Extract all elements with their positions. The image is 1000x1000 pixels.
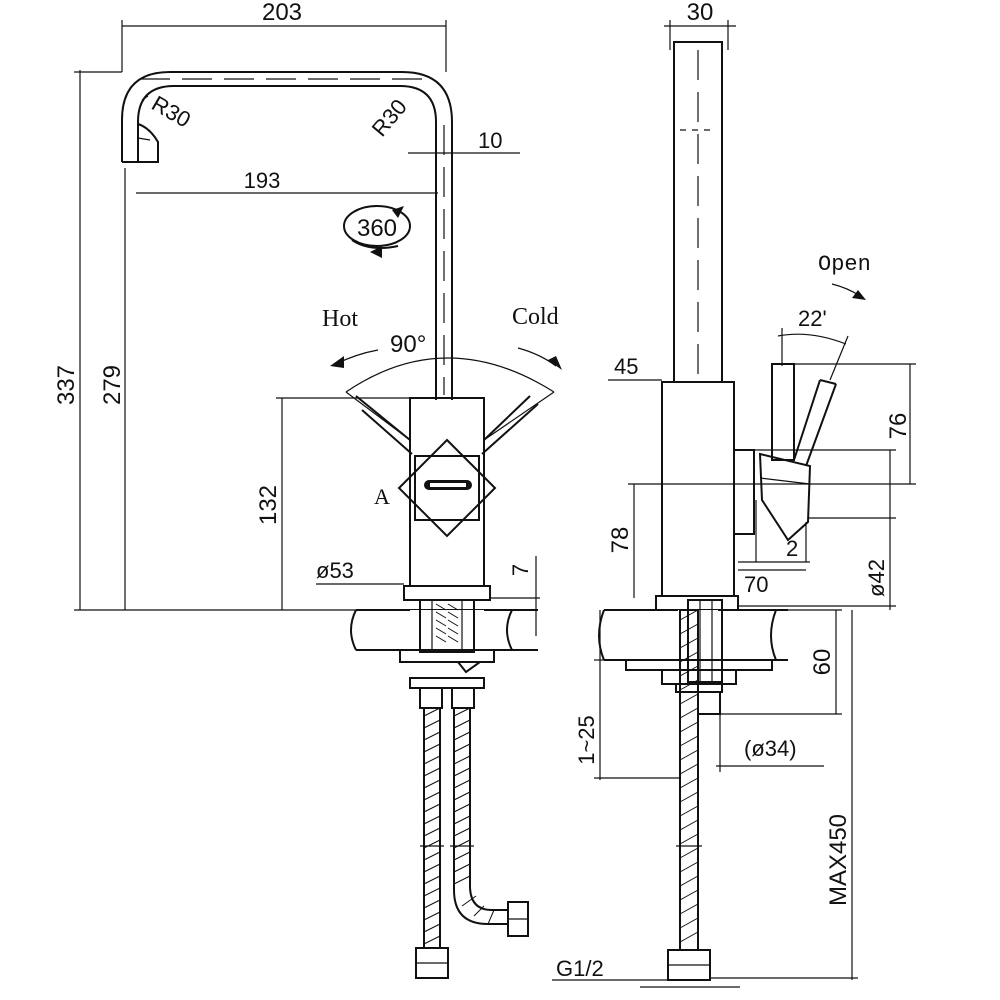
dim-base-thickness: 7	[490, 556, 540, 636]
dim-lever-depth-label: 70	[744, 572, 768, 597]
dim-lever-height: 76	[794, 363, 916, 485]
dim-lever-base-height: 78	[607, 483, 808, 598]
dim-outlet-height: 279	[99, 168, 126, 610]
rotation-label: 360	[357, 215, 397, 242]
dim-spout-width-label: 203	[262, 0, 302, 26]
hot-label: Hot	[322, 306, 358, 332]
dim-outlet-height-label: 279	[99, 365, 126, 405]
dim-radius-right: R30	[367, 94, 412, 141]
front-tailpieces	[399, 599, 495, 709]
dim-hose-length: MAX450	[710, 610, 858, 980]
dim-lever-diameter-label: ø42	[864, 559, 889, 597]
rotation-icon: 360	[343, 205, 411, 258]
handle-marker: A	[374, 484, 390, 509]
dim-lever-diameter: ø42	[738, 449, 896, 610]
dim-hole-diameter-label: (ø34)	[744, 736, 797, 761]
front-spout	[121, 71, 453, 400]
dim-total-height: 337	[53, 70, 400, 611]
dim-base-diameter-label: ø53	[316, 558, 354, 583]
dim-counter-thickness-label: 1~25	[574, 715, 599, 765]
dim-side-width-label: 30	[687, 0, 714, 26]
side-countertop	[598, 609, 788, 661]
dim-spout-reach-label: 193	[244, 168, 281, 193]
dim-pipe-offset: 10	[408, 128, 520, 166]
dim-tailpiece-length-label: 60	[809, 649, 836, 676]
lever-swing-indicator: Hot Cold 90°	[322, 304, 562, 441]
front-view: 203 R30 R30 10 193 360 Hot Cold	[53, 0, 562, 979]
open-angle-label: 22'	[798, 306, 827, 331]
dim-hose-length-label: MAX450	[825, 814, 852, 906]
dim-lever-height-label: 76	[885, 413, 912, 440]
dim-spout-reach: 193	[136, 168, 438, 194]
dim-spout-width: 203	[121, 0, 447, 72]
dim-lever-gap-label: 2	[786, 536, 798, 561]
dim-lever-depth: 2 70	[738, 500, 810, 597]
open-indicator: Open 22'	[777, 252, 871, 381]
dim-radius-left: R30	[148, 91, 195, 133]
dim-base-thickness-label: 7	[508, 564, 533, 576]
dim-tailpiece-length: 60	[720, 609, 842, 715]
side-view: 30 45 Open 22	[552, 0, 916, 988]
swing-angle-label: 90°	[390, 331, 426, 358]
dim-side-width: 30	[664, 0, 736, 50]
dim-hole-diameter: (ø34)	[716, 714, 824, 772]
dim-base-diameter: ø53	[316, 558, 404, 585]
dim-pipe-offset-label: 10	[478, 128, 502, 153]
side-hose	[667, 609, 711, 981]
side-body: 45	[608, 354, 739, 611]
dim-lever-base-height-label: 78	[607, 527, 634, 554]
dim-body-height-label: 132	[255, 485, 282, 525]
dim-counter-thickness: 1~25	[574, 610, 680, 780]
dim-body-height: 132	[255, 397, 410, 610]
dim-hose-thread-label: G1/2	[556, 956, 604, 981]
front-countertop	[350, 609, 538, 651]
side-spout	[673, 41, 723, 383]
cold-label: Cold	[512, 304, 559, 330]
side-lever	[733, 363, 837, 542]
dim-hose-thread: G1/2	[552, 956, 740, 988]
front-hoses	[415, 707, 529, 979]
open-label: Open	[818, 252, 871, 277]
dim-total-height-label: 337	[53, 365, 80, 405]
dim-side-body-label: 45	[614, 354, 638, 379]
